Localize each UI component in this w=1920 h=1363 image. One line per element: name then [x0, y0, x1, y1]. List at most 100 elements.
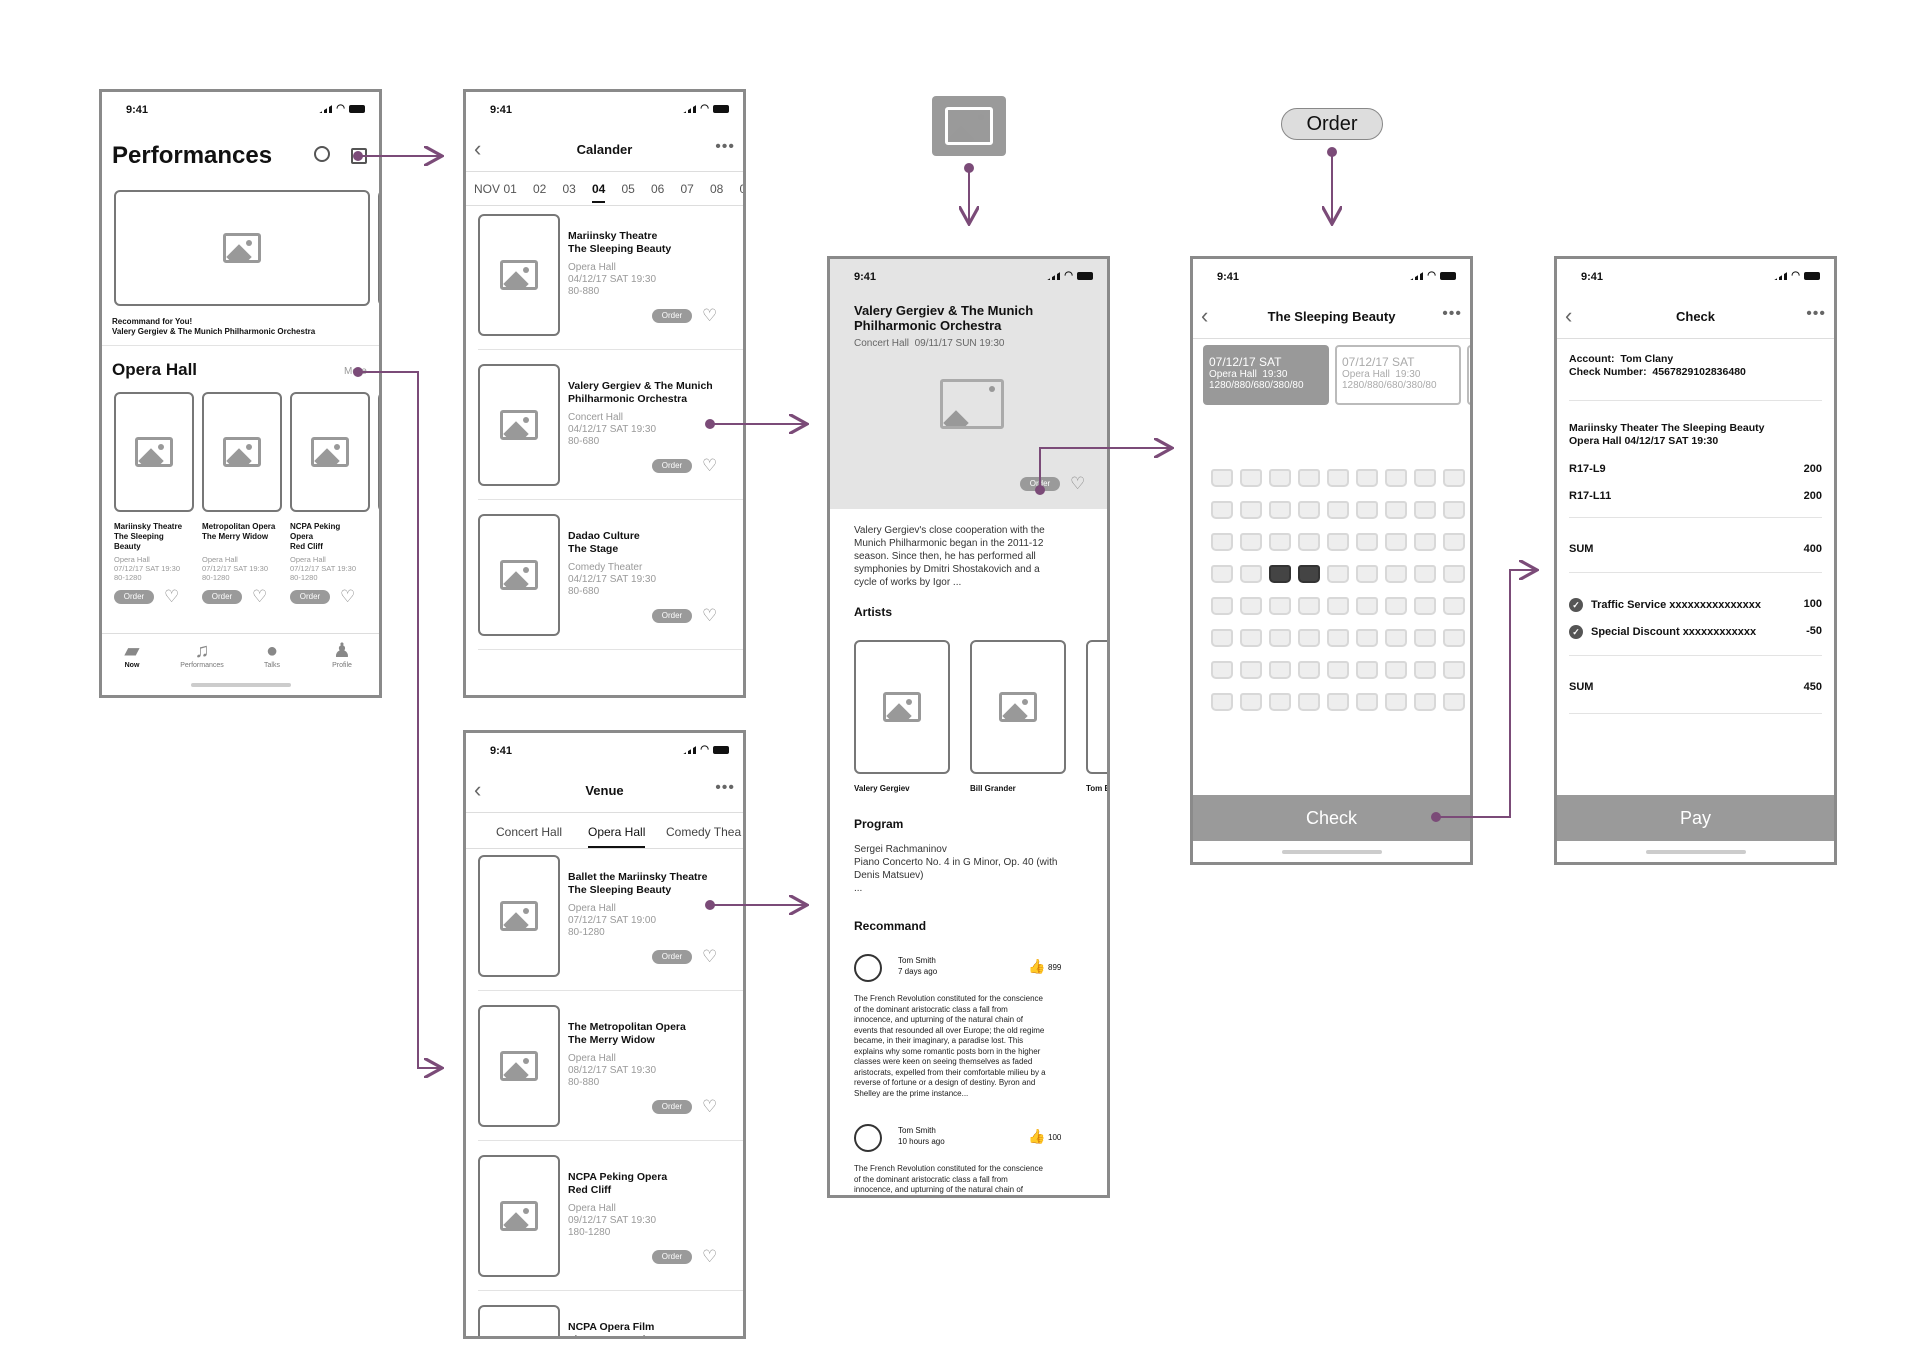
artist-card[interactable]: [854, 640, 950, 774]
seat[interactable]: [1443, 565, 1465, 583]
performance-image[interactable]: [478, 1305, 560, 1336]
performance-image[interactable]: [478, 855, 560, 977]
seat[interactable]: [1240, 469, 1262, 487]
seat[interactable]: [1385, 469, 1407, 487]
date-item[interactable]: NOV: [474, 182, 501, 196]
seat[interactable]: [1443, 533, 1465, 551]
seat[interactable]: [1269, 629, 1291, 647]
seat[interactable]: [1385, 533, 1407, 551]
seat[interactable]: [1298, 533, 1320, 551]
extra-line[interactable]: ✓Special Discount xxxxxxxxxxxx-50: [1569, 625, 1822, 639]
order-button[interactable]: Order: [652, 950, 692, 964]
seat[interactable]: [1211, 469, 1233, 487]
performance-title[interactable]: Ballet the Mariinsky Theatre The Sleepin…: [568, 871, 708, 896]
seat[interactable]: [1211, 693, 1233, 711]
seat[interactable]: [1327, 533, 1349, 551]
order-button[interactable]: Order: [652, 1250, 692, 1264]
seat[interactable]: [1414, 597, 1436, 615]
seat[interactable]: [1269, 661, 1291, 679]
tab-concert-hall[interactable]: Concert Hall: [496, 825, 563, 839]
favorite-icon[interactable]: ♡: [702, 947, 718, 966]
seat[interactable]: [1327, 661, 1349, 679]
artist-card[interactable]: [1086, 640, 1107, 774]
performance-card-image[interactable]: [114, 392, 194, 512]
tab-profile[interactable]: ♟Profile: [312, 640, 372, 669]
favorite-icon[interactable]: ♡: [702, 456, 718, 475]
seat[interactable]: [1356, 693, 1378, 711]
date-option[interactable]: 07/12/17 SAT Opera Hall 19:30 1280/880/6…: [1335, 345, 1461, 405]
seat[interactable]: [1240, 661, 1262, 679]
seat[interactable]: [1356, 469, 1378, 487]
seat[interactable]: [1414, 693, 1436, 711]
seat[interactable]: [1385, 597, 1407, 615]
more-icon[interactable]: •••: [715, 138, 735, 155]
seat[interactable]: [1240, 565, 1262, 583]
seat[interactable]: [1385, 501, 1407, 519]
favorite-icon[interactable]: ♡: [702, 306, 718, 325]
artist-card[interactable]: [970, 640, 1066, 774]
back-icon[interactable]: ‹: [1565, 303, 1573, 328]
seat[interactable]: [1298, 597, 1320, 615]
seat[interactable]: [1298, 629, 1320, 647]
order-button[interactable]: Order: [652, 309, 692, 323]
seat[interactable]: [1414, 533, 1436, 551]
order-button[interactable]: Order: [652, 459, 692, 473]
seat[interactable]: [1356, 629, 1378, 647]
tab-performances[interactable]: ♫Performances: [172, 640, 232, 669]
like-icon[interactable]: 👍: [1028, 958, 1046, 974]
seat[interactable]: [1443, 597, 1465, 615]
pay-button[interactable]: Pay: [1557, 795, 1834, 841]
performance-image[interactable]: [478, 1155, 560, 1277]
favorite-icon[interactable]: ♡: [164, 587, 180, 606]
seat[interactable]: [1211, 629, 1233, 647]
more-icon[interactable]: •••: [1806, 305, 1826, 322]
date-item[interactable]: 06: [651, 182, 665, 196]
seat[interactable]: [1211, 565, 1233, 583]
seat[interactable]: [1385, 565, 1407, 583]
seat[interactable]: [1240, 533, 1262, 551]
date-item[interactable]: 05: [621, 182, 635, 196]
seat[interactable]: [1356, 501, 1378, 519]
search-icon[interactable]: [314, 146, 330, 162]
seat[interactable]: [1269, 501, 1291, 519]
recommend-banner[interactable]: [114, 190, 370, 306]
tab-opera-hall[interactable]: Opera Hall: [588, 825, 646, 848]
favorite-icon[interactable]: ♡: [340, 587, 356, 606]
seat[interactable]: [1298, 661, 1320, 679]
performance-image[interactable]: [478, 214, 560, 336]
seat[interactable]: [1356, 533, 1378, 551]
seat[interactable]: [1414, 629, 1436, 647]
seat[interactable]: [1385, 693, 1407, 711]
seat[interactable]: [1327, 693, 1349, 711]
seat[interactable]: [1269, 533, 1291, 551]
performance-title[interactable]: NCPA Opera Film The Long March: [568, 1321, 655, 1336]
favorite-icon[interactable]: ♡: [702, 1097, 718, 1116]
seat[interactable]: [1211, 597, 1233, 615]
seat[interactable]: [1240, 629, 1262, 647]
order-button[interactable]: Order: [202, 590, 242, 604]
seat[interactable]: [1269, 693, 1291, 711]
seat[interactable]: [1211, 661, 1233, 679]
seat[interactable]: [1240, 693, 1262, 711]
seat[interactable]: [1211, 533, 1233, 551]
seat[interactable]: [1327, 629, 1349, 647]
date-item[interactable]: 03: [562, 182, 576, 196]
performance-title[interactable]: Valery Gergiev & The Munich Philharmonic…: [568, 380, 713, 405]
seat[interactable]: [1414, 469, 1436, 487]
seat[interactable]: [1327, 469, 1349, 487]
date-item[interactable]: 01: [503, 182, 517, 196]
performance-card-image[interactable]: [290, 392, 370, 512]
date-item[interactable]: 04: [592, 182, 606, 203]
seat[interactable]: [1298, 501, 1320, 519]
performance-card-image[interactable]: [202, 392, 282, 512]
seat[interactable]: [1327, 597, 1349, 615]
favorite-icon[interactable]: ♡: [702, 1247, 718, 1266]
performance-image[interactable]: [478, 1005, 560, 1127]
seat[interactable]: [1240, 597, 1262, 615]
date-item[interactable]: 08: [710, 182, 724, 196]
tab-now[interactable]: ▰Now: [102, 640, 162, 669]
like-icon[interactable]: 👍: [1028, 1128, 1046, 1144]
order-button[interactable]: Order: [290, 590, 330, 604]
seat[interactable]: [1414, 661, 1436, 679]
